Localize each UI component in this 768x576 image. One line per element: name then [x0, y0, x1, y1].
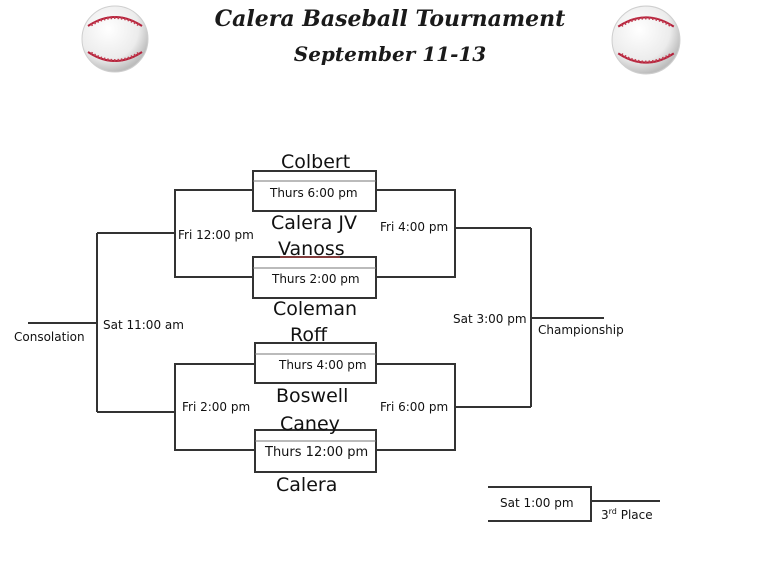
team-colbert: Colbert	[281, 151, 351, 173]
fri-right-top-time: Fri 4:00 pm	[380, 220, 449, 234]
team-roff: Roff	[290, 324, 328, 346]
third-place-time: Sat 1:00 pm	[500, 496, 574, 510]
game-time-2: Thurs 2:00 pm	[272, 272, 360, 286]
fri-left-bottom-time: Fri 2:00 pm	[182, 400, 251, 414]
team-calera: Calera	[276, 474, 338, 496]
third-place-label: 3rd Place	[601, 507, 653, 522]
third-place-number: 3	[601, 508, 609, 522]
game-time-3: Thurs 4:00 pm	[279, 358, 367, 372]
page-title: Calera Baseball Tournament	[214, 6, 566, 32]
championship-label: Championship	[538, 323, 624, 337]
fri-left-top-time: Fri 12:00 pm	[178, 228, 254, 242]
consolation-label: Consolation	[14, 330, 85, 344]
fri-right-bottom-time: Fri 6:00 pm	[380, 400, 449, 414]
baseball-icon-right	[611, 5, 681, 75]
team-vanoss: Vanoss	[278, 238, 345, 260]
team-caney: Caney	[280, 413, 340, 435]
sat-right-time: Sat 3:00 pm	[453, 312, 527, 326]
page-subtitle: September 11-13	[293, 42, 487, 66]
game-time-4: Thurs 12:00 pm	[265, 445, 369, 460]
team-calera-jv: Calera JV	[271, 212, 357, 234]
third-place-word: Place	[620, 508, 653, 522]
game-box-3	[254, 342, 377, 384]
team-boswell: Boswell	[276, 385, 349, 407]
game-time-1: Thurs 6:00 pm	[270, 186, 358, 200]
game-box-2	[252, 256, 377, 299]
team-coleman: Coleman	[273, 298, 358, 320]
third-place-suffix: rd	[608, 507, 617, 516]
sat-left-time: Sat 11:00 am	[103, 318, 184, 332]
baseball-icon-left	[81, 5, 149, 73]
